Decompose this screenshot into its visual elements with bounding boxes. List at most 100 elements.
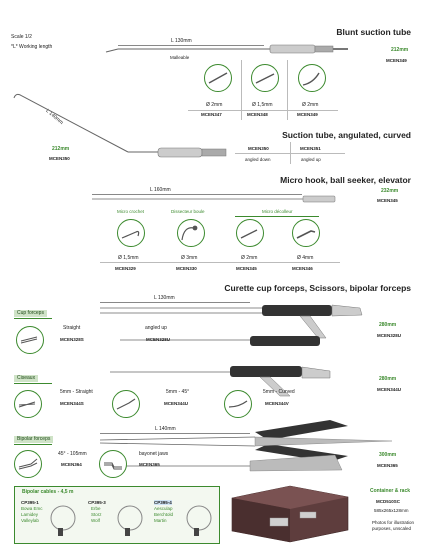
container-code: MCD510SC xyxy=(376,499,401,504)
suction-title: Suction tube, angulated, curved xyxy=(282,130,411,140)
cable3-brand-1: Aesculap xyxy=(154,506,173,511)
micro-total: 232mm xyxy=(381,188,399,194)
scissors-curved-label: 5mm - Curved xyxy=(263,389,295,395)
micro-tip-boule xyxy=(177,219,205,247)
blunt-tip-detail-3 xyxy=(298,64,326,92)
container-dims: 585x265x128mm xyxy=(374,508,409,513)
scale-note: Scale 1/2 xyxy=(11,34,32,40)
cup-straight-label: Straight xyxy=(63,325,81,331)
micro-variant-code-3: MCEN345 xyxy=(236,266,257,271)
cable3-brand-2: Berchtold xyxy=(154,512,174,517)
container-note-2: purposes, unscaled xyxy=(372,526,412,531)
cable-code-1: CP395-1 xyxy=(21,500,39,505)
bipolar-tag: Bipolar forceps xyxy=(14,436,54,443)
bipolar-cables-panel xyxy=(14,486,220,544)
cup-angled-label: angled up xyxy=(145,325,167,331)
micro-code: MCEN345 xyxy=(377,198,398,203)
bipolar-length: L 140mm xyxy=(155,426,176,432)
micro-size-1: Ø 1,5mm xyxy=(118,255,139,261)
bipolar-code: MCEN365 xyxy=(377,463,398,468)
scissors-tip-3 xyxy=(224,390,252,418)
cup-code: MCEN328U xyxy=(377,333,402,338)
cup-forceps-tag: Cup forceps xyxy=(14,310,47,317)
scissors-straight-label: 5mm - Straight xyxy=(60,389,93,395)
micro-label-crochet: Micro crochet xyxy=(117,209,145,214)
micro-size-4: Ø 4mm xyxy=(297,255,314,261)
blunt-tip-detail-2 xyxy=(251,64,279,92)
micro-label-boule: Dissecteur boule xyxy=(171,209,205,214)
micro-size-3: Ø 2mm xyxy=(241,255,258,261)
bipolar-bayonet-label: bayonet jaws xyxy=(139,451,169,457)
container-title: Container & rack xyxy=(370,488,411,494)
cup-forceps-tip-straight xyxy=(16,326,44,354)
cable-code-2: CP395-3 xyxy=(88,500,106,505)
blunt-title: Blunt suction tube xyxy=(336,27,411,37)
cup-angled-code: MCEN328U xyxy=(146,337,171,342)
cable2-brand-3: Wolf xyxy=(91,518,100,523)
scissors-code: MCEN344U xyxy=(377,387,402,392)
micro-variant-code-4: MCEN346 xyxy=(292,266,313,271)
blunt-tip-detail-1 xyxy=(204,64,232,92)
suction-code-up: MCEN351 xyxy=(300,146,321,151)
micro-label-decolleur: Micro décolleur xyxy=(262,209,293,214)
cable2-brand-2: Storz xyxy=(91,512,102,517)
suction-code: MCEN350 xyxy=(49,156,70,161)
cup-total: 280mm xyxy=(379,322,397,328)
scissors-tip-1 xyxy=(14,390,42,418)
scissors-total: 280mm xyxy=(379,376,397,382)
blunt-variant-code-1: MCEN347 xyxy=(201,112,222,117)
blunt-total: 212mm xyxy=(391,47,409,53)
blunt-variant-code-2: MCEN348 xyxy=(247,112,268,117)
scissors-curved-code: MCEN344V xyxy=(265,401,289,406)
container-note-1: Photos for illustration xyxy=(372,520,415,525)
micro-variant-code-2: MCEN330 xyxy=(176,266,197,271)
suction-code-down: MCEN350 xyxy=(248,146,269,151)
bipolar-tip-45 xyxy=(14,450,42,478)
micro-variant-code-1: MCEN329 xyxy=(115,266,136,271)
micro-tip-crochet xyxy=(117,219,145,247)
cables-title: Bipolar cables - 4,5 m xyxy=(22,489,74,495)
blunt-size-2: Ø 1,5mm xyxy=(252,102,273,108)
bipolar-tip-bayonet xyxy=(99,450,127,478)
bipolar-45-code: MCEN364 xyxy=(61,462,82,467)
scissors-45-code: MCEN344U xyxy=(164,401,189,406)
working-length-note: *L* Working length xyxy=(11,44,53,50)
suction-label-up: angled up xyxy=(301,157,321,162)
blunt-malleable: Malleable xyxy=(170,55,190,60)
cable1-brand-3: Valleylab xyxy=(21,518,39,523)
micro-title: Micro hook, ball seeker, elevator xyxy=(280,175,411,185)
micro-tip-decolleur-1 xyxy=(236,219,264,247)
scissors-tip-2 xyxy=(112,390,140,418)
cable3-brand-3: Martin xyxy=(154,518,167,523)
scissors-straight-code: MCEN344S xyxy=(60,401,84,406)
cable1-brand-2: Lamidey xyxy=(21,512,39,517)
blunt-size-3: Ø 2mm xyxy=(302,102,319,108)
blunt-variant-code-3: MCEN349 xyxy=(297,112,318,117)
blunt-size-1: Ø 2mm xyxy=(206,102,223,108)
cup-straight-code: MCEN328S xyxy=(60,337,84,342)
bipolar-bayonet-code: MCEN365 xyxy=(139,462,160,467)
blunt-length: L 130mm xyxy=(171,38,192,44)
cable2-brand-1: Erbe xyxy=(91,506,101,511)
suction-label-down: angled down xyxy=(245,157,271,162)
bipolar-total: 300mm xyxy=(379,452,397,458)
scissors-45-label: 5mm - 45° xyxy=(166,389,190,395)
blunt-length-bar xyxy=(118,45,264,46)
micro-length: L 160mm xyxy=(150,187,171,193)
micro-size-2: Ø 3mm xyxy=(181,255,198,261)
cable1-brand-1: Bowa Emc xyxy=(21,506,43,511)
blunt-code: MCEN349 xyxy=(386,58,407,63)
bipolar-45-label: 45° - 105mm xyxy=(58,451,87,457)
micro-tip-decolleur-2 xyxy=(292,219,320,247)
curette-length: L 130mm xyxy=(154,295,175,301)
cable-code-3: CP395-4 xyxy=(154,500,172,505)
curette-title: Curette cup forceps, Scissors, bipolar f… xyxy=(224,283,411,293)
